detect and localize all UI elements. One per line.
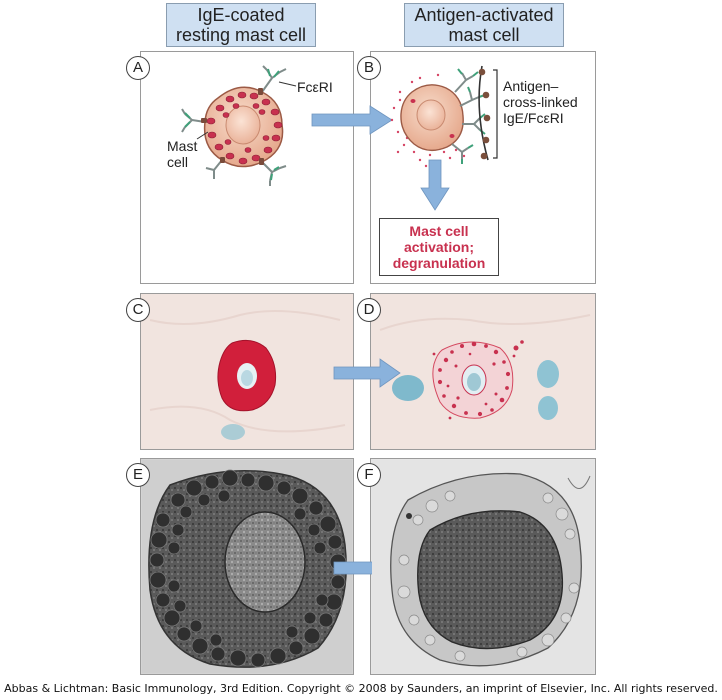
label-crosslinked: Antigen– cross-linked IgE/FcεRI xyxy=(503,78,578,126)
label-crosslinked-line2: cross-linked xyxy=(503,94,578,110)
arrow-a-to-b xyxy=(311,105,393,135)
panel-label-f: F xyxy=(357,463,381,487)
header-resting-line1: IgE-coated xyxy=(197,5,285,25)
panel-label-a: A xyxy=(126,56,150,80)
label-mast-cell-line1: Mast xyxy=(167,138,198,154)
resting-cell-micrograph xyxy=(149,310,346,440)
label-crosslinked-line3: IgE/FcεRI xyxy=(503,110,564,126)
copyright-credit: Abbas & Lichtman: Basic Immunology, 3rd … xyxy=(4,682,718,695)
resting-cell-electron-micrograph xyxy=(142,460,352,673)
arrow-activation-down xyxy=(420,159,450,211)
activated-cell-electron-micrograph xyxy=(372,460,594,673)
panel-a xyxy=(140,51,354,284)
label-crosslinked-line1: Antigen– xyxy=(503,78,559,94)
activation-line1: Mast cell xyxy=(409,223,469,239)
panel-label-c: C xyxy=(126,298,150,322)
panel-label-b: B xyxy=(357,56,381,80)
label-fceri: FcεRI xyxy=(297,79,333,95)
panel-label-d: D xyxy=(357,298,381,322)
resting-mast-cell-drawing xyxy=(181,65,297,186)
panel-b xyxy=(370,51,596,284)
header-resting: IgE-coated resting mast cell xyxy=(166,3,316,47)
header-activated-line1: Antigen-activated xyxy=(414,5,554,25)
label-mast-cell-line2: cell xyxy=(167,154,189,170)
activation-box: Mast cell activation; degranulation xyxy=(379,218,499,276)
activation-line2: activation; xyxy=(403,239,474,255)
activated-mast-cell-drawing xyxy=(390,65,498,168)
panel-label-e: E xyxy=(126,463,150,487)
arrow-c-to-d xyxy=(333,358,401,388)
activation-line3: degranulation xyxy=(392,255,486,271)
header-activated-line2: mast cell xyxy=(448,25,520,45)
header-activated: Antigen-activated mast cell xyxy=(404,3,564,47)
header-resting-line2: resting mast cell xyxy=(175,25,307,45)
activated-cell-micrograph xyxy=(379,314,591,420)
label-mast-cell: Mast cell xyxy=(167,138,197,170)
